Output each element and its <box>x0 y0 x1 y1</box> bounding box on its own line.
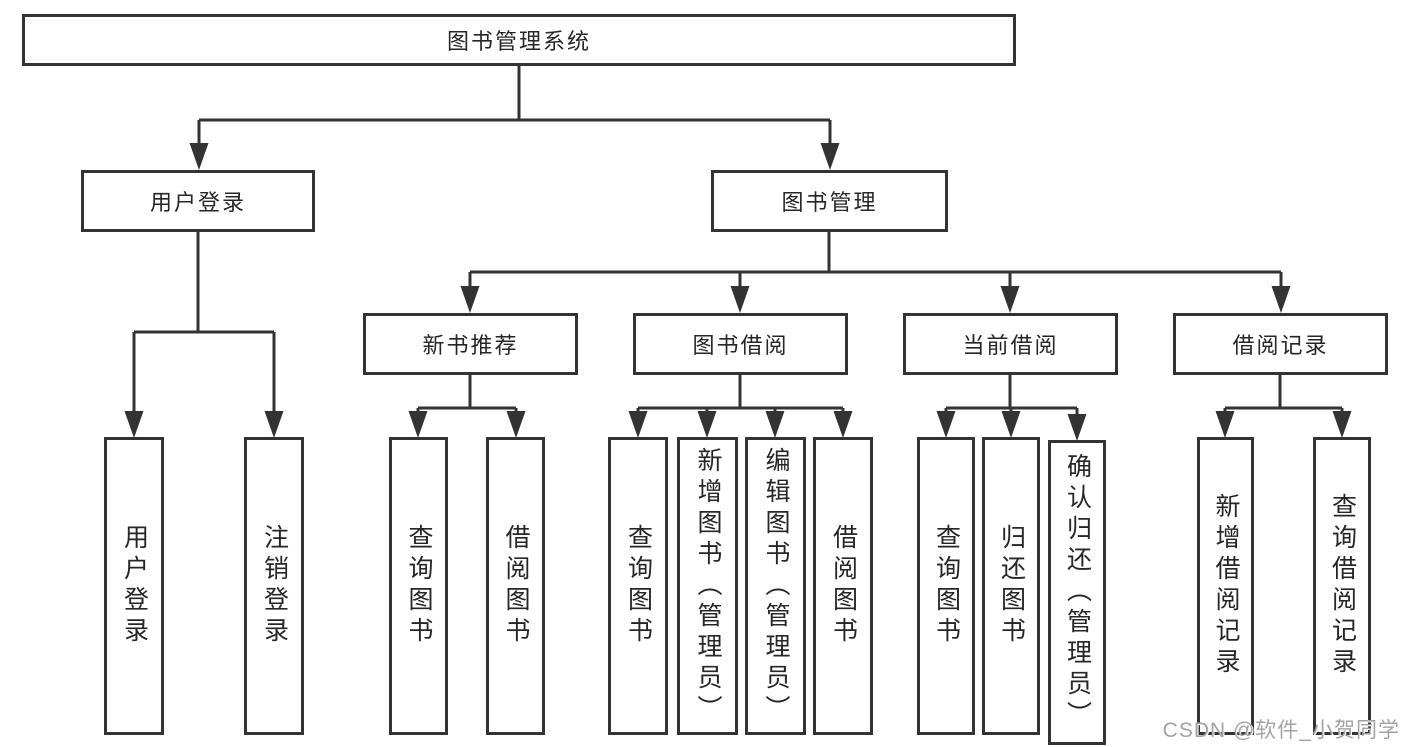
leaf-records-add-record-label: 新增借阅记录 <box>1212 493 1240 679</box>
node-new-book-recommend: 新书推荐 <box>363 313 578 375</box>
leaf-records-query-record: 查询借阅记录 <box>1313 437 1371 735</box>
arrowhead-new-book-recommend <box>460 286 480 313</box>
leaf-current-confirm-return: 确认归还（管理员） <box>1048 440 1106 745</box>
leaf-records-query-record-label: 查询借阅记录 <box>1328 493 1357 679</box>
node-book-borrowing-label: 图书借阅 <box>692 333 789 358</box>
leaf-current-return-books: 归还图书 <box>982 437 1040 735</box>
arrowhead-records-add-record <box>1215 411 1235 438</box>
leaf-user-login: 用户登录 <box>104 437 164 735</box>
arrowhead-user-login <box>189 143 209 170</box>
csdn-watermark: CSDN @软件_小贺同学 <box>1162 719 1400 742</box>
leaf-current-return-books-label: 归还图书 <box>997 524 1026 648</box>
leaf-user-login-label: 用户登录 <box>120 524 149 648</box>
connector-current-borrowing-to-leaves <box>944 375 1079 415</box>
connector-borrowing-records-to-leaves <box>1223 375 1344 413</box>
leaf-current-confirm-return-label: 确认归还（管理员） <box>1063 453 1092 732</box>
leaf-borrowing-borrow-books-label: 借阅图书 <box>829 524 858 648</box>
node-book-management-label: 图书管理 <box>781 190 878 215</box>
arrowhead-recommend-query-books <box>408 411 428 438</box>
connector-new-book-recommend-to-leaves <box>416 375 518 413</box>
leaf-borrowing-query-books-label: 查询图书 <box>624 524 653 648</box>
node-root-system-label: 图书管理系统 <box>446 29 591 54</box>
connector-root-to-level2 <box>197 66 832 144</box>
connector-book-borrowing-to-leaves <box>636 375 845 413</box>
node-new-book-recommend-label: 新书推荐 <box>422 333 519 358</box>
leaf-recommend-query-books-label: 查询图书 <box>405 524 433 648</box>
leaf-borrowing-add-books: 新增图书（管理员） <box>677 437 738 735</box>
node-user-login: 用户登录 <box>81 170 315 232</box>
leaf-logout-label: 注销登录 <box>260 524 289 648</box>
leaf-borrowing-query-books: 查询图书 <box>608 437 668 735</box>
leaf-records-add-record: 新增借阅记录 <box>1197 437 1254 735</box>
arrowhead-borrowing-borrow-books <box>833 411 853 438</box>
node-current-borrowing-label: 当前借阅 <box>962 333 1059 358</box>
arrowhead-borrowing-edit-books <box>765 411 785 438</box>
arrowhead-borrowing-query-books <box>628 411 648 438</box>
connector-book-management-to-level3 <box>468 232 1283 288</box>
node-book-management: 图书管理 <box>711 170 948 232</box>
leaf-borrowing-add-books-label: 新增图书（管理员） <box>694 446 722 726</box>
arrowhead-current-return-books <box>1001 411 1021 438</box>
leaf-recommend-query-books: 查询图书 <box>389 437 448 735</box>
node-current-borrowing: 当前借阅 <box>903 313 1118 375</box>
arrowhead-book-management <box>820 143 840 170</box>
node-borrowing-records-label: 借阅记录 <box>1232 333 1329 358</box>
node-book-borrowing: 图书借阅 <box>633 313 848 375</box>
arrowhead-records-query-record <box>1332 411 1352 438</box>
leaf-current-query-books-label: 查询图书 <box>932 524 961 648</box>
leaf-borrowing-edit-books: 编辑图书（管理员） <box>745 437 806 735</box>
leaf-borrowing-borrow-books: 借阅图书 <box>813 437 873 735</box>
leaf-logout: 注销登录 <box>244 437 304 735</box>
arrowhead-recommend-borrow-books <box>506 411 526 438</box>
arrowhead-borrowing-add-books <box>697 411 717 438</box>
leaf-recommend-borrow-books: 借阅图书 <box>486 437 545 735</box>
leaf-current-query-books: 查询图书 <box>917 437 975 735</box>
node-borrowing-records: 借阅记录 <box>1173 313 1388 375</box>
node-user-login-label: 用户登录 <box>149 190 246 215</box>
arrowhead-current-borrowing <box>1000 286 1020 313</box>
arrowhead-borrowing-records <box>1271 286 1291 313</box>
leaf-recommend-borrow-books-label: 借阅图书 <box>502 524 530 648</box>
node-root-system: 图书管理系统 <box>22 14 1016 66</box>
arrowhead-leaf-logout <box>264 411 284 438</box>
arrowhead-leaf-user-login <box>124 411 144 438</box>
leaf-borrowing-edit-books-label: 编辑图书（管理员） <box>762 446 790 726</box>
arrowhead-current-query-books <box>936 411 956 438</box>
arrowhead-book-borrowing <box>730 286 750 313</box>
arrowhead-current-confirm-return <box>1067 414 1087 441</box>
connector-user-login-to-leaves <box>132 232 276 412</box>
